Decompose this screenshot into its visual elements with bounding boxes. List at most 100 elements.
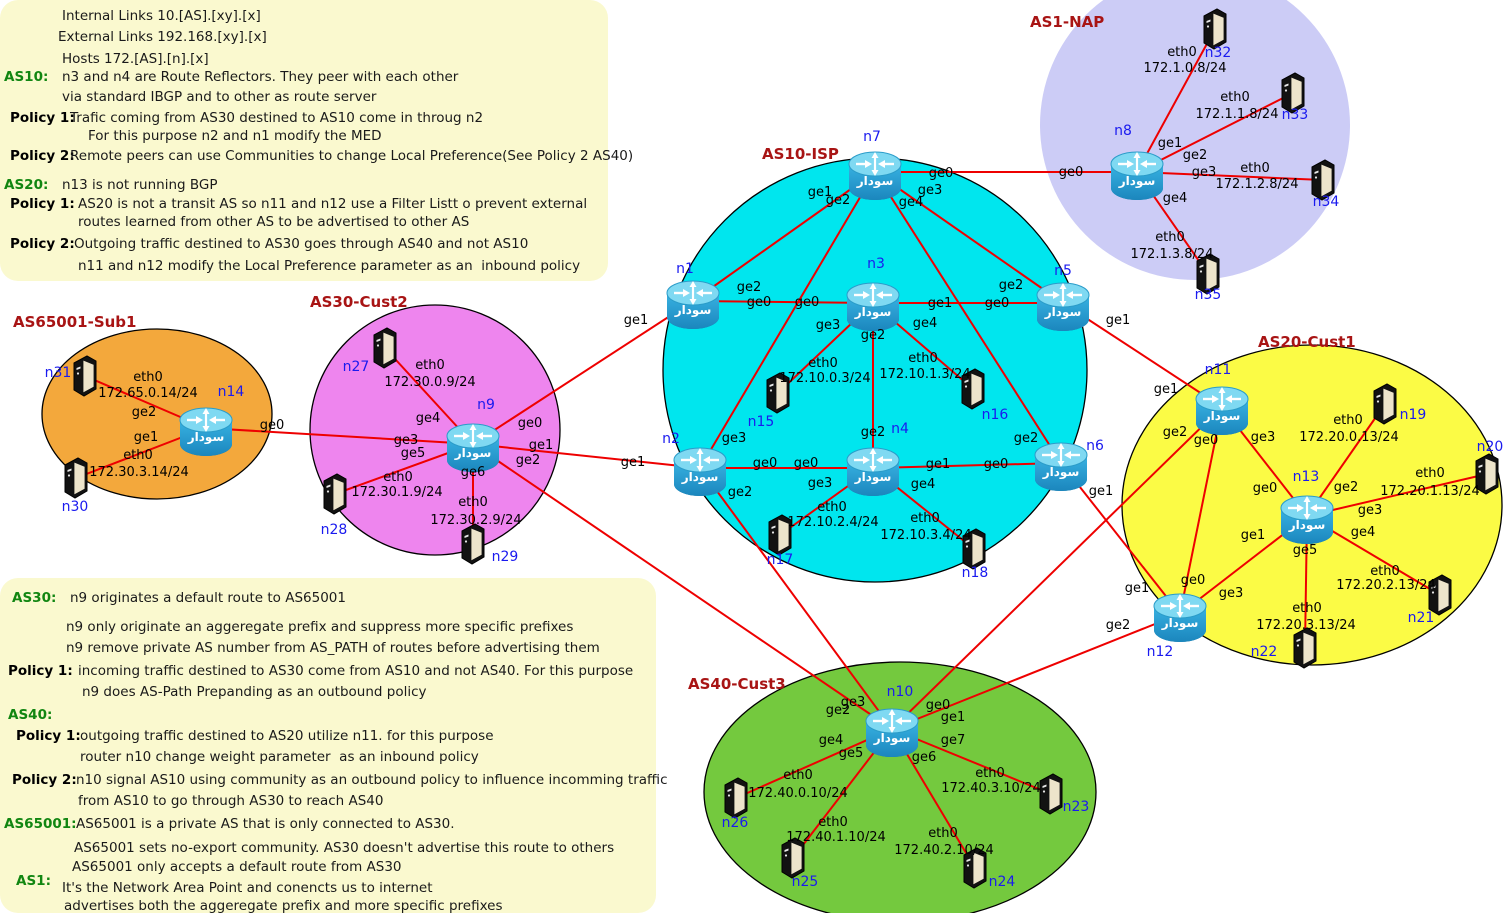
host-node-n26[interactable]: [724, 777, 748, 819]
note-keyword: Policy 1:: [16, 728, 81, 744]
link-n2-n10: [699, 467, 893, 730]
router-node-n4[interactable]: سودار: [846, 447, 900, 496]
router-node-n5[interactable]: سودار: [1036, 282, 1090, 331]
router-arrow-icon: [202, 426, 210, 432]
router-node-n10[interactable]: سودار: [865, 708, 919, 757]
node-label-n9: n9: [477, 397, 495, 413]
link-n1-n9: [472, 300, 694, 445]
router-node-n1[interactable]: سودار: [666, 280, 720, 329]
iface-label-n10-ge1: ge1: [941, 710, 966, 725]
router-node-n13[interactable]: سودار: [1280, 495, 1334, 544]
host-node-n25[interactable]: [781, 837, 805, 879]
host-node-n33[interactable]: [1281, 72, 1305, 114]
host-node-n32[interactable]: [1203, 8, 1227, 50]
ip-label-n17: 172.10.2.4/24: [787, 515, 878, 530]
iface-label-n5-ge0: ge0: [985, 296, 1010, 311]
host-node-n22[interactable]: [1293, 627, 1317, 669]
host-icon-slot: [966, 858, 971, 862]
router-node-n6[interactable]: سودار: [1034, 442, 1088, 491]
link-n7-n2: [699, 171, 876, 469]
node-label-n2: n2: [662, 431, 680, 447]
node-label-n20: n20: [1477, 439, 1504, 455]
region-title-as10-isp: AS10-ISP: [762, 145, 839, 163]
host-icon-front: [970, 372, 983, 407]
iface-label-n11-ge1: ge1: [1154, 382, 1179, 397]
iface-label-n6-ge2: ge2: [1014, 431, 1039, 446]
region-as30-cust2: [309, 304, 561, 556]
note-text: Outgoing traffic destined to AS30 goes t…: [74, 236, 529, 252]
host-node-n23[interactable]: [1039, 773, 1063, 815]
host-node-n34[interactable]: [1311, 159, 1335, 201]
host-node-n15[interactable]: [766, 372, 790, 414]
host-node-n27[interactable]: [373, 327, 397, 369]
host-node-n35[interactable]: [1196, 253, 1220, 295]
router-brand-text: سودار: [454, 446, 492, 461]
host-node-n29[interactable]: [461, 523, 485, 565]
iface-label-n4-ge3: ge3: [808, 476, 833, 491]
iface-label-n10-ge0: ge0: [926, 698, 951, 713]
router-arrow-icon: [469, 424, 477, 430]
host-node-n17[interactable]: [768, 514, 792, 556]
iface-label-n17-eth0: eth0: [817, 500, 847, 515]
router-arrow-icon: [696, 466, 704, 472]
host-node-n21[interactable]: [1428, 574, 1452, 616]
host-icon-front: [1302, 631, 1315, 666]
router-brand-text: سودار: [854, 470, 892, 485]
note-text: AS20 is not a transit AS so n11 and n12 …: [78, 196, 588, 212]
iface-label-n35-eth0: eth0: [1155, 230, 1185, 245]
iface-label-n23-eth0: eth0: [975, 766, 1005, 781]
host-icon-slot: [1206, 19, 1211, 23]
host-node-n24[interactable]: [963, 847, 987, 889]
router-node-n7[interactable]: سودار: [848, 151, 902, 200]
region-title-as40-cust3: AS40-Cust3: [688, 675, 786, 693]
iface-label-n7-ge0: ge0: [929, 166, 954, 181]
note-keyword: Policy 1:: [10, 196, 75, 212]
note-text: Remote peers can use Communities to chan…: [70, 148, 634, 164]
region-title-as20-cust1: AS20-Cust1: [1258, 333, 1356, 351]
host-node-n20[interactable]: [1475, 453, 1499, 495]
node-label-n24: n24: [989, 874, 1016, 890]
router-arrow-icon: [869, 283, 877, 289]
iface-label-n8-ge1: ge1: [1158, 136, 1183, 151]
node-label-n12: n12: [1147, 644, 1174, 660]
router-node-n11[interactable]: سودار: [1195, 386, 1249, 435]
node-label-n10: n10: [887, 684, 914, 700]
host-icon-front: [470, 527, 483, 562]
router-arrow-icon: [1051, 451, 1058, 459]
host-node-n19[interactable]: [1373, 383, 1397, 425]
iface-label-n2-ge3: ge3: [722, 431, 747, 446]
router-node-n12[interactable]: سودار: [1153, 593, 1207, 642]
iface-label-n9-ge5: ge5: [401, 446, 426, 461]
iface-label-n11-ge3: ge3: [1251, 430, 1276, 445]
host-node-n30[interactable]: [64, 457, 88, 499]
host-node-n16[interactable]: [961, 368, 985, 410]
node-label-n4: n4: [891, 421, 909, 437]
router-node-n9[interactable]: سودار: [446, 423, 500, 472]
iface-label-n2-ge2: ge2: [728, 485, 753, 500]
iface-label-n22-eth0: eth0: [1292, 601, 1322, 616]
router-brand-text: سودار: [681, 470, 719, 485]
note-text: n9 originates a default route to AS65001: [70, 590, 346, 606]
host-node-n18[interactable]: [962, 528, 986, 570]
iface-label-n1-ge0: ge0: [747, 295, 772, 310]
router-node-n8[interactable]: سودار: [1110, 151, 1164, 200]
router-node-n3[interactable]: سودار: [846, 282, 900, 331]
router-node-n14[interactable]: سودار: [179, 407, 233, 456]
host-node-n28[interactable]: [323, 473, 347, 515]
node-label-n28: n28: [321, 522, 348, 538]
node-label-n32: n32: [1205, 45, 1232, 61]
iface-label-n10-ge2: ge2: [826, 703, 851, 718]
router-arrow-icon: [1140, 160, 1147, 168]
link-n1-n3: [692, 300, 874, 304]
host-icon-led: [784, 854, 788, 857]
note-keyword: Policy 1:: [8, 663, 73, 679]
note-text: AS65001 is a private AS that is only con…: [76, 816, 455, 832]
host-node-n31[interactable]: [73, 355, 97, 397]
router-arrow-icon: [882, 717, 889, 725]
node-label-n1: n1: [676, 261, 694, 277]
host-icon-slot: [964, 379, 969, 383]
iface-label-n9-ge4: ge4: [416, 411, 441, 426]
note-text: AS65001 only accepts a default route fro…: [72, 859, 402, 875]
router-node-n2[interactable]: سودار: [673, 447, 727, 496]
